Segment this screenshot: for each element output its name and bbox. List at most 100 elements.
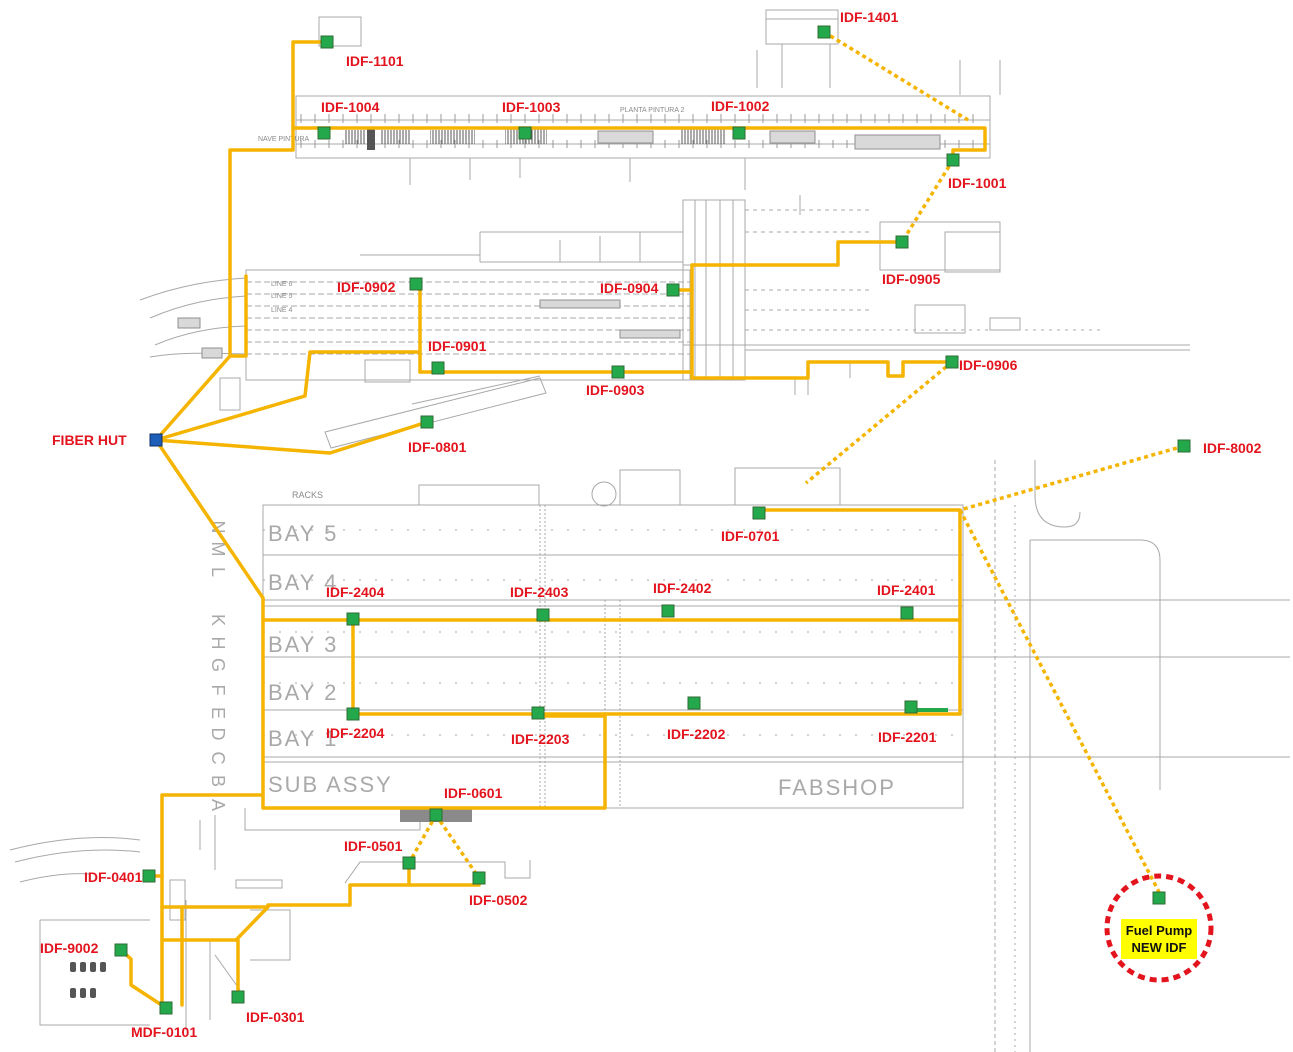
idf-0902-node — [410, 278, 422, 290]
idf-0701-node — [753, 507, 765, 519]
idf-0701-label: IDF-0701 — [721, 528, 780, 544]
column-letter: F — [208, 685, 228, 696]
link-bay-2-backbone — [353, 620, 960, 714]
idf-2401-node — [901, 607, 913, 619]
link-to-0906 — [692, 362, 946, 378]
idf-0801-label: IDF-0801 — [408, 439, 467, 455]
idf-0903-node — [612, 366, 624, 378]
idf-2204-node — [347, 708, 359, 720]
idf-1001-node — [947, 154, 959, 166]
fuel-pump-idf-node — [1153, 892, 1165, 904]
bay-2-label: BAY 2 — [268, 680, 338, 705]
idf-1401-node — [818, 26, 830, 38]
nave-pintura-label: NAVE PINTURA — [258, 136, 310, 143]
link-bay-east-riser — [759, 510, 960, 714]
idf-2201-node — [905, 701, 917, 713]
new-idf-label-line1: Fuel Pump — [1126, 923, 1193, 938]
idf-0906-node — [946, 356, 958, 368]
link-0601-to-0501 — [409, 815, 436, 863]
idf-2202-label: IDF-2202 — [667, 726, 726, 742]
mdf-0101-label: MDF-0101 — [131, 1024, 197, 1040]
idf-2404-node — [347, 613, 359, 625]
link-to-0501-0502 — [268, 863, 479, 905]
idf-2203-node — [532, 707, 544, 719]
idf-0904-node — [667, 284, 679, 296]
column-letter: L — [208, 567, 228, 577]
idf-2202-node — [688, 697, 700, 709]
idf-0903-label: IDF-0903 — [586, 382, 645, 398]
link-fuel-pump — [960, 510, 1159, 892]
link-0601-to-0502 — [436, 815, 479, 878]
link-8002 — [960, 446, 1184, 510]
fiber-links — [121, 32, 1184, 1005]
idf-0502-label: IDF-0502 — [469, 892, 528, 908]
idf-0401-label: IDF-0401 — [84, 869, 143, 885]
sub-assy-label: SUB ASSY — [268, 772, 393, 797]
idf-0301-label: IDF-0301 — [246, 1009, 305, 1025]
idf-2403-node — [537, 609, 549, 621]
idf-2401-label: IDF-2401 — [877, 582, 936, 598]
idf-0801-node — [421, 416, 433, 428]
idf-9002-label: IDF-9002 — [40, 940, 99, 956]
column-letter: H — [208, 637, 228, 650]
new-idf-label-line2: NEW IDF — [1132, 940, 1187, 955]
idf-1002-node — [733, 127, 745, 139]
column-letter: G — [208, 658, 228, 672]
column-grid-letters: N M L K H G F E D C B A — [208, 521, 228, 812]
planta-pintura-label: PLANTA PINTURA 2 — [620, 107, 685, 114]
idf-0906-label: IDF-0906 — [959, 357, 1018, 373]
link-9002-to-mdf — [121, 950, 160, 1004]
idf-9002-node — [115, 944, 127, 956]
idf-8002-label: IDF-8002 — [1203, 440, 1262, 456]
link-1001-to-0905 — [902, 160, 953, 242]
parking-stalls — [70, 962, 106, 998]
idf-1101-node — [321, 36, 333, 48]
idf-2403-label: IDF-2403 — [510, 584, 569, 600]
link-1401-wireless — [824, 32, 968, 120]
fiber-hut-label: FIBER HUT — [52, 432, 127, 448]
idf-0901-label: IDF-0901 — [428, 338, 487, 354]
idf-2402-label: IDF-2402 — [653, 580, 712, 596]
idf-0601-node — [430, 809, 442, 821]
site-plan-background: PLANTA PINTURA 2 NAVE PINTURA LINE 6 LIN… — [10, 10, 1290, 1052]
mdf-0101-node — [160, 1002, 172, 1014]
bay-building — [263, 468, 1290, 808]
idf-0902-label: IDF-0902 — [337, 279, 396, 295]
line-6-label: LINE 6 — [271, 281, 293, 288]
idf-1401-label: IDF-1401 — [840, 9, 899, 25]
link-mdf-south-yard — [162, 907, 268, 940]
bay-5-label: BAY 5 — [268, 521, 338, 546]
column-letter: D — [208, 728, 228, 741]
column-letter: K — [208, 614, 228, 626]
idf-0901-node — [432, 362, 444, 374]
bay-3-label: BAY 3 — [268, 632, 338, 657]
idf-0502-node — [473, 872, 485, 884]
column-letter: B — [208, 775, 228, 787]
link-to-mdf — [162, 795, 263, 1002]
idf-0501-label: IDF-0501 — [344, 838, 403, 854]
link-0906-to-0701-building — [806, 362, 952, 483]
idf-2204-label: IDF-2204 — [326, 725, 385, 741]
link-mdf-to-0301 — [162, 940, 238, 991]
idf-1003-label: IDF-1003 — [502, 99, 561, 115]
link-line-building-west-riser — [230, 276, 246, 356]
column-letter: C — [208, 752, 228, 765]
idf-1101-label: IDF-1101 — [346, 53, 404, 69]
idf-0905-label: IDF-0905 — [882, 271, 941, 287]
east-roads — [995, 460, 1160, 1052]
idf-8002-node — [1178, 440, 1190, 452]
angled-building — [325, 376, 546, 448]
idf-1001-label: IDF-1001 — [948, 175, 1007, 191]
idf-0904-label: IDF-0904 — [600, 280, 659, 296]
idf-2402-node — [662, 605, 674, 617]
racks-label: RACKS — [292, 490, 323, 500]
idf-0601-label: IDF-0601 — [444, 785, 503, 801]
idf-1004-label: IDF-1004 — [321, 99, 380, 115]
column-letter: E — [208, 707, 228, 719]
idf-1003-node — [519, 127, 531, 139]
fiber-hut-node — [150, 434, 162, 446]
idf-2404-label: IDF-2404 — [326, 584, 385, 600]
idf-1002-label: IDF-1002 — [711, 98, 770, 114]
idf-2201-label: IDF-2201 — [878, 729, 937, 745]
